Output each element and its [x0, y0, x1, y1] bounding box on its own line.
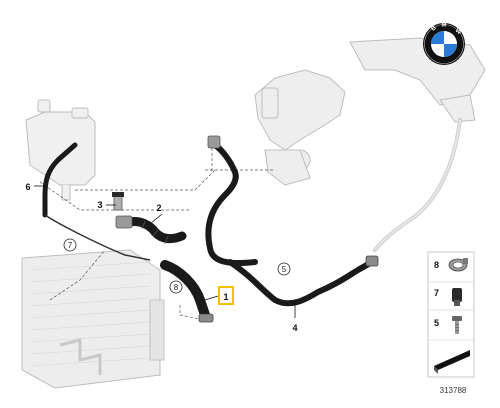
hose-upper: [205, 142, 258, 267]
legend-item-8: 8: [434, 260, 439, 270]
hose-clamp-icon: [448, 258, 468, 272]
callout-6: 6: [25, 182, 30, 192]
legend-item-5: 5: [434, 318, 439, 328]
hose-4: [227, 259, 375, 307]
circled-callout-5: 5: [277, 262, 291, 276]
hose-upper-connector: [207, 135, 221, 149]
expansion-tank: [25, 99, 96, 201]
radiator: [21, 249, 165, 389]
hose-7-thin-line: [44, 214, 151, 261]
legend-item-7: 7: [434, 288, 439, 298]
hose-1: [160, 260, 210, 320]
hose-2: [125, 217, 187, 244]
highlight-box-1: [218, 286, 234, 305]
callout-2: 2: [156, 203, 161, 213]
screw-icon: [452, 316, 462, 334]
hose-holder-icon: [452, 288, 462, 306]
circled-callout-5-label: 5: [282, 265, 287, 274]
circled-callout-8-label: 8: [174, 283, 179, 292]
ghost-pipe: [373, 118, 462, 252]
circled-callout-7-label: 7: [68, 241, 73, 250]
bmw-logo: B M W: [423, 23, 465, 65]
hose-4-end: [365, 255, 379, 267]
spacer-icon: [434, 350, 470, 374]
hose-2-ribs: [141, 220, 169, 245]
callout-1: 1: [223, 292, 228, 302]
callout-4: 4: [292, 323, 297, 333]
hose-6: [42, 142, 78, 218]
svg-text:B: B: [431, 25, 439, 33]
circled-callout-8: 8: [169, 280, 183, 294]
callout-leaders: [34, 185, 296, 318]
small-parts-legend: 8 7 5: [427, 251, 475, 378]
circled-callout-7: 7: [63, 238, 77, 252]
callout-3: 3: [97, 200, 102, 210]
hose-1-clamp: [198, 313, 214, 323]
hose-2-connector: [115, 215, 133, 229]
ghost-pipe-outline: [374, 119, 461, 251]
svg-text:M: M: [442, 23, 447, 29]
reference-number: 313788: [440, 386, 467, 395]
sensor-3: [112, 192, 124, 211]
svg-text:W: W: [454, 28, 462, 36]
